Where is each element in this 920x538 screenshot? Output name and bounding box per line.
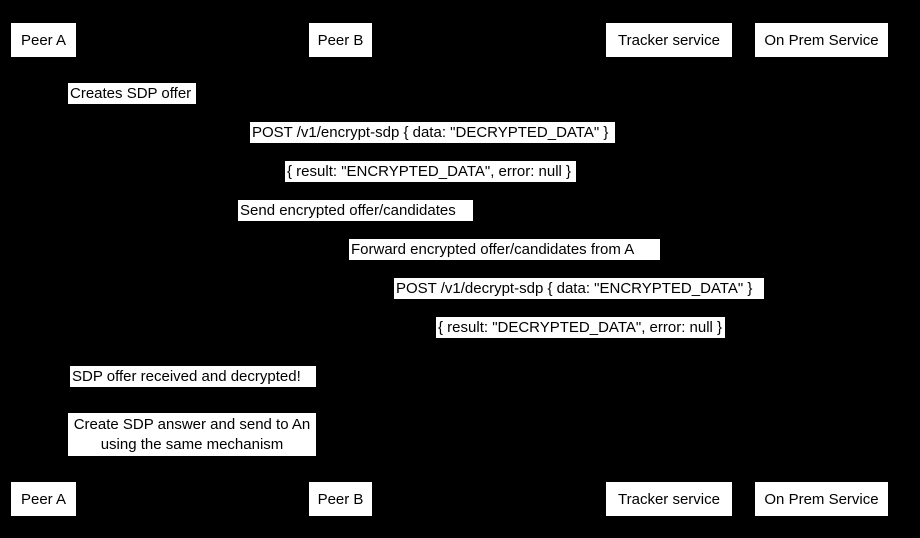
participant-footer-peer-a[interactable]: Peer A bbox=[10, 481, 77, 517]
lifeline-tracker-service bbox=[669, 57, 670, 481]
message-label-decrypt-sdp-result: { result: "DECRYPTED_DATA", error: null … bbox=[436, 317, 725, 338]
message-label-encrypt-sdp-result: { result: "ENCRYPTED_DATA", error: null … bbox=[285, 161, 576, 182]
message-label-send-encrypted-offer: Send encrypted offer/candidates bbox=[238, 200, 473, 221]
message-label-post-encrypt-sdp: POST /v1/encrypt-sdp { data: "DECRYPTED_… bbox=[250, 122, 615, 143]
participant-header-peer-b[interactable]: Peer B bbox=[308, 22, 373, 58]
message-label-post-decrypt-sdp: POST /v1/decrypt-sdp { data: "ENCRYPTED_… bbox=[394, 278, 764, 299]
participant-footer-tracker-service[interactable]: Tracker service bbox=[605, 481, 733, 517]
participant-label: Peer A bbox=[20, 31, 67, 49]
participant-header-tracker-service[interactable]: Tracker service bbox=[605, 22, 733, 58]
message-label-sdp-offer-received: SDP offer received and decrypted! bbox=[70, 366, 316, 387]
participant-label: Peer B bbox=[317, 31, 364, 49]
lifeline-on-prem-service bbox=[821, 57, 822, 481]
participant-header-on-prem-service[interactable]: On Prem Service bbox=[754, 22, 889, 58]
arrow-send-encrypted-offer bbox=[43, 221, 669, 222]
arrow-post-decrypt-sdp bbox=[340, 299, 821, 300]
message-label-forward-encrypted-offer: Forward encrypted offer/candidates from … bbox=[349, 239, 660, 260]
arrow-creates-sdp-offer bbox=[43, 104, 73, 105]
participant-label: On Prem Service bbox=[764, 490, 879, 508]
participant-label: On Prem Service bbox=[764, 31, 879, 49]
participant-footer-on-prem-service[interactable]: On Prem Service bbox=[754, 481, 889, 517]
message-label-creates-sdp-offer: Creates SDP offer bbox=[68, 83, 196, 104]
message-label-line-2: using the same mechanism bbox=[100, 436, 284, 453]
arrow-decrypt-sdp-result bbox=[340, 338, 821, 339]
message-label-create-sdp-answer: Create SDP answer and send to An using t… bbox=[68, 413, 316, 456]
lifeline-peer-a bbox=[43, 57, 44, 481]
message-label-line-1: Create SDP answer and send to An bbox=[73, 416, 311, 433]
arrow-sdp-offer-received bbox=[340, 387, 370, 388]
arrow-forward-encrypted-offer bbox=[340, 260, 669, 261]
participant-label: Tracker service bbox=[618, 31, 720, 49]
lifeline-peer-b bbox=[340, 57, 341, 481]
participant-label: Peer B bbox=[317, 490, 364, 508]
participant-label: Tracker service bbox=[618, 490, 720, 508]
participant-label: Peer A bbox=[20, 490, 67, 508]
arrow-create-sdp-answer bbox=[43, 456, 340, 457]
arrow-post-encrypt-sdp bbox=[43, 143, 821, 144]
participant-footer-peer-b[interactable]: Peer B bbox=[308, 481, 373, 517]
arrow-encrypt-sdp-result bbox=[43, 182, 821, 183]
participant-header-peer-a[interactable]: Peer A bbox=[10, 22, 77, 58]
